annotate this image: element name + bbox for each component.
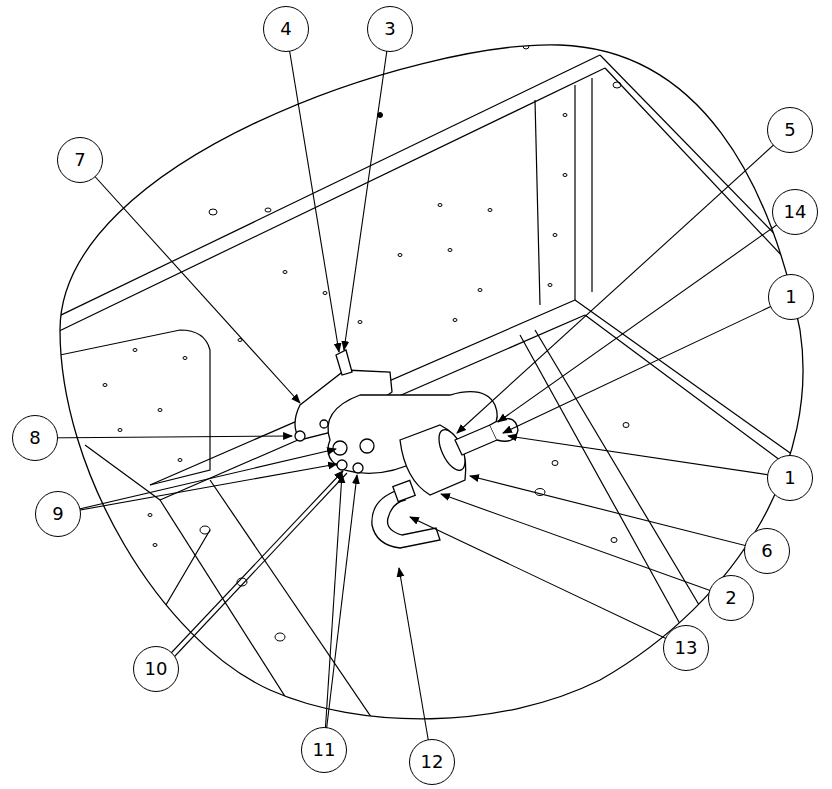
callout-circle: 9 <box>35 491 81 537</box>
callout-number: 8 <box>29 429 40 447</box>
leader-lines <box>35 29 795 762</box>
callout-number: 1 <box>784 469 795 487</box>
callout-circle: 10 <box>133 646 179 692</box>
callout-number: 12 <box>421 753 444 771</box>
detail-boundary <box>60 45 803 719</box>
frame-structure <box>30 55 800 730</box>
callout-number: 1 <box>785 288 796 306</box>
callout-circle: 1 <box>767 455 813 501</box>
callout-circle: 14 <box>772 189 818 235</box>
callout-number: 11 <box>313 741 336 759</box>
callout-number: 7 <box>74 151 85 169</box>
callout-number: 5 <box>784 121 795 139</box>
callout-number: 14 <box>784 203 807 221</box>
callout-number: 6 <box>761 542 772 560</box>
callout-circle: 4 <box>263 6 309 52</box>
callout-circle: 8 <box>12 415 58 461</box>
callout-number: 2 <box>725 589 736 607</box>
callout-circle: 2 <box>708 575 754 621</box>
callout-circle: 6 <box>744 528 790 574</box>
callout-circle: 12 <box>409 739 455 785</box>
callout-number: 9 <box>52 505 63 523</box>
callout-circle: 11 <box>301 727 347 773</box>
callout-number: 13 <box>675 639 698 657</box>
callout-circle: 7 <box>57 137 103 183</box>
callout-circle: 13 <box>663 625 709 671</box>
callout-number: 4 <box>280 20 291 38</box>
callout-number: 10 <box>145 660 168 678</box>
callout-number: 3 <box>384 20 395 38</box>
callout-circle: 3 <box>367 6 413 52</box>
pump-assembly <box>295 350 518 548</box>
callout-circle: 5 <box>767 107 813 153</box>
rivet-holes <box>103 43 629 641</box>
callout-circle: 1 <box>768 274 814 320</box>
